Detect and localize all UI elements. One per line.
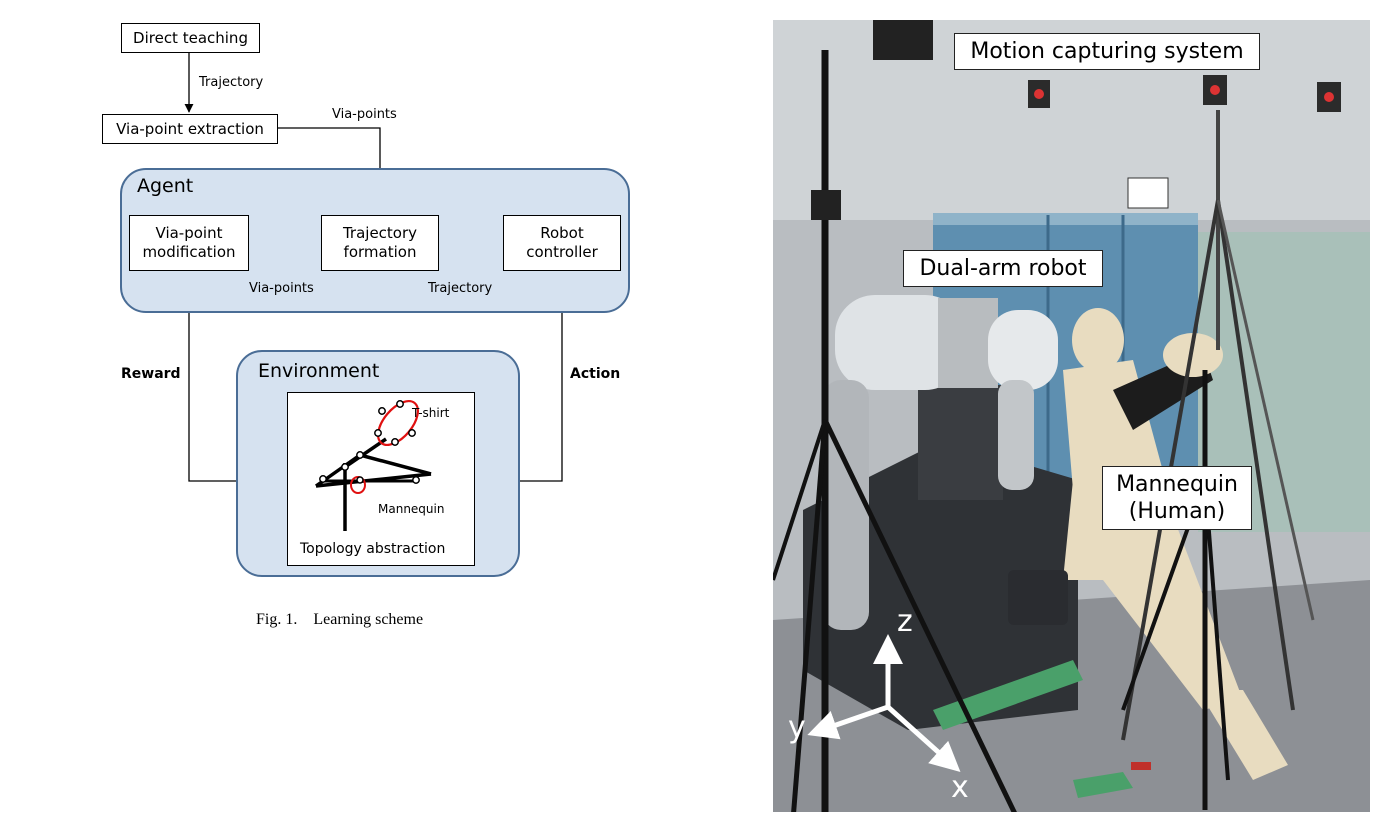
- topology-sketch: [314, 400, 432, 531]
- agent-title: Agent: [137, 175, 194, 197]
- axis-y-label: y: [788, 710, 806, 745]
- mannequin-human-tag: Mannequin (Human): [1102, 466, 1252, 530]
- axis-z-label: z: [897, 604, 913, 639]
- direct-teaching-box: Direct teaching: [121, 23, 260, 53]
- trajectory-label-top: Trajectory: [199, 75, 264, 90]
- axis-y-arrow: [807, 704, 889, 740]
- topology-panel: T-shirt Mannequin Topology abstraction: [287, 392, 475, 566]
- trajectory-label-bottom: Trajectory: [428, 281, 493, 296]
- via-points-label-bottom: Via-points: [249, 281, 314, 296]
- experiment-photo: Motion capturing system Dual-arm robot M…: [773, 20, 1370, 812]
- mannequin-label: Mannequin: [378, 502, 445, 516]
- action-label: Action: [570, 366, 621, 382]
- environment-title: Environment: [258, 360, 380, 382]
- via-points-label-top: Via-points: [332, 107, 397, 122]
- axis-x-label: x: [951, 770, 969, 805]
- dual-arm-robot-tag: Dual-arm robot: [903, 250, 1103, 287]
- robot-controller-box: Robot controller: [503, 215, 621, 271]
- figure-caption: Fig. 1. Learning scheme: [256, 611, 424, 628]
- via-point-extraction-box: Via-point extraction: [102, 114, 278, 144]
- mannequin-tag-line1: Mannequin: [1116, 472, 1238, 497]
- via-point-modification-box: Via-point modification: [129, 215, 249, 271]
- reward-label: Reward: [121, 366, 181, 382]
- tshirt-label: T-shirt: [412, 406, 450, 420]
- topology-abstraction-label: Topology abstraction: [300, 541, 446, 557]
- photo-scene: [773, 20, 1370, 812]
- mannequin-tag-line2: (Human): [1128, 499, 1226, 524]
- motion-capturing-system-tag: Motion capturing system: [954, 33, 1260, 70]
- trajectory-formation-box: Trajectory formation: [321, 215, 439, 271]
- axis-x-arrow: [886, 705, 961, 773]
